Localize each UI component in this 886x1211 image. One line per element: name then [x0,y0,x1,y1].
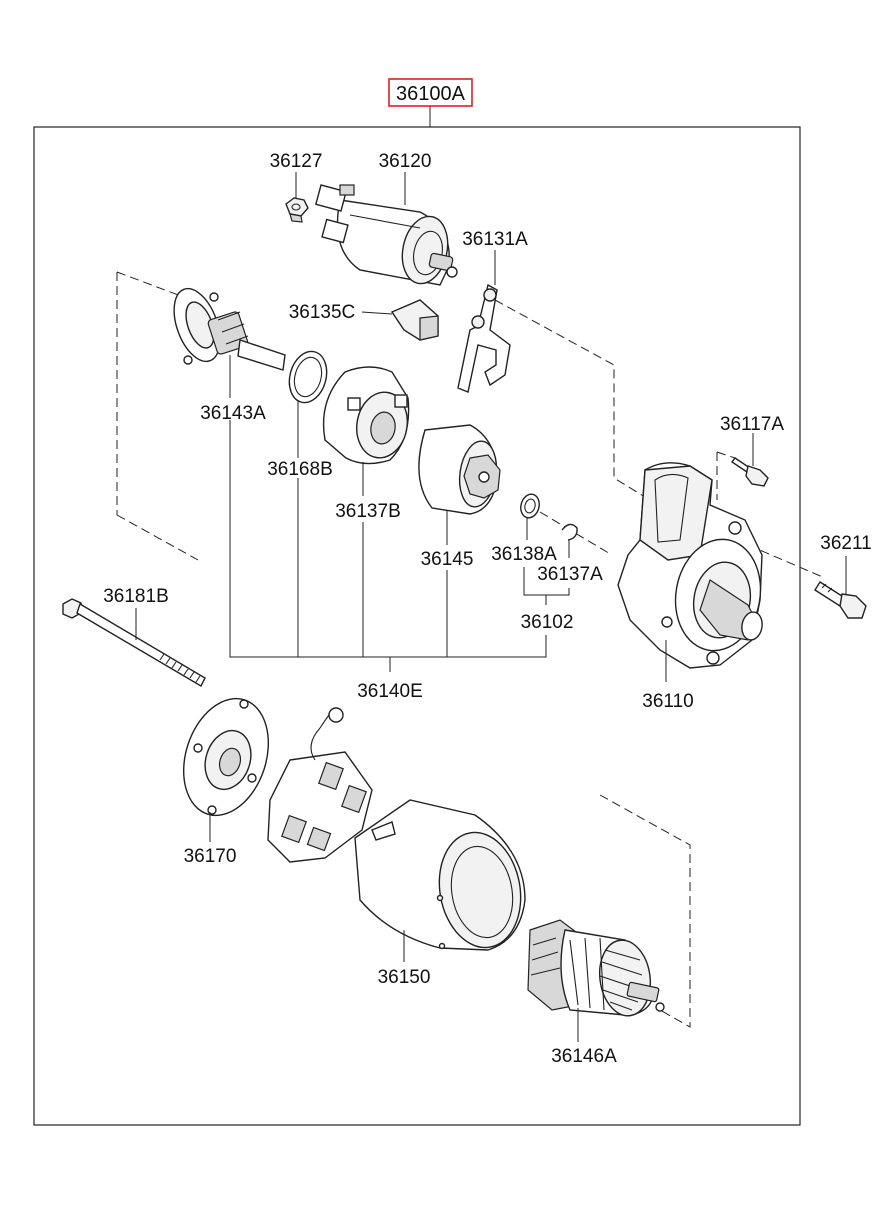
leader-36135C [361,311,393,315]
assembly-frame [33,126,801,1126]
shift-lever-36131A[interactable] [457,283,511,393]
label-36137A[interactable]: 36137A [537,564,603,585]
label-36143A[interactable]: 36143A [200,403,266,424]
label-36138A[interactable]: 36138A [491,544,557,565]
label-36117A[interactable]: 36117A [720,414,784,435]
label-36140E[interactable]: 36140E [357,681,423,702]
yoke-36150[interactable] [354,799,529,954]
brush-holder[interactable] [267,707,373,863]
guide-line-left-bottom [116,514,199,561]
gasket-36168B[interactable] [284,347,332,407]
rear-bracket-36170[interactable] [169,688,282,827]
assembly-part-box[interactable] [388,78,473,107]
label-36135C[interactable]: 36135C [289,302,356,323]
label-36127[interactable]: 36127 [270,151,323,172]
guide-line-lever [494,299,646,498]
label-36137B[interactable]: 36137B [335,501,401,522]
solenoid-36120[interactable] [314,184,458,288]
label-36145[interactable]: 36145 [421,549,474,570]
through-bolt-36181B[interactable] [62,598,206,687]
bracket-36140E [229,420,547,658]
label-36102[interactable]: 36102 [521,612,574,633]
armature-36146A[interactable] [527,919,665,1019]
bolt-36211[interactable] [814,581,867,619]
label-36150[interactable]: 36150 [378,967,431,988]
drive-shaft-36143A[interactable] [165,282,286,371]
snap-ring-36137A[interactable] [561,523,578,541]
label-36131A[interactable]: 36131A [462,229,528,250]
label-36170[interactable]: 36170 [184,846,237,867]
label-36146A[interactable]: 36146A [551,1046,617,1067]
label-36110[interactable]: 36110 [642,691,693,712]
front-housing-36110[interactable] [617,462,769,669]
label-36211[interactable]: 36211 [820,533,871,554]
lever-seat-36135C[interactable] [390,299,439,341]
gear-housing-36137B[interactable] [322,366,413,465]
overrunning-clutch-36145[interactable] [418,424,501,515]
label-36181B[interactable]: 36181B [103,586,169,607]
nut-36127[interactable] [285,197,309,223]
label-36120[interactable]: 36120 [379,151,432,172]
assembly-part-number[interactable]: 36100A [396,83,466,105]
guide-line-armature [599,794,691,1028]
label-36168B[interactable]: 36168B [267,459,333,480]
guide-line-bolt-36117A-h [716,451,736,459]
stop-ring-36138A[interactable] [518,492,542,520]
bolt-36117A[interactable] [730,457,769,487]
